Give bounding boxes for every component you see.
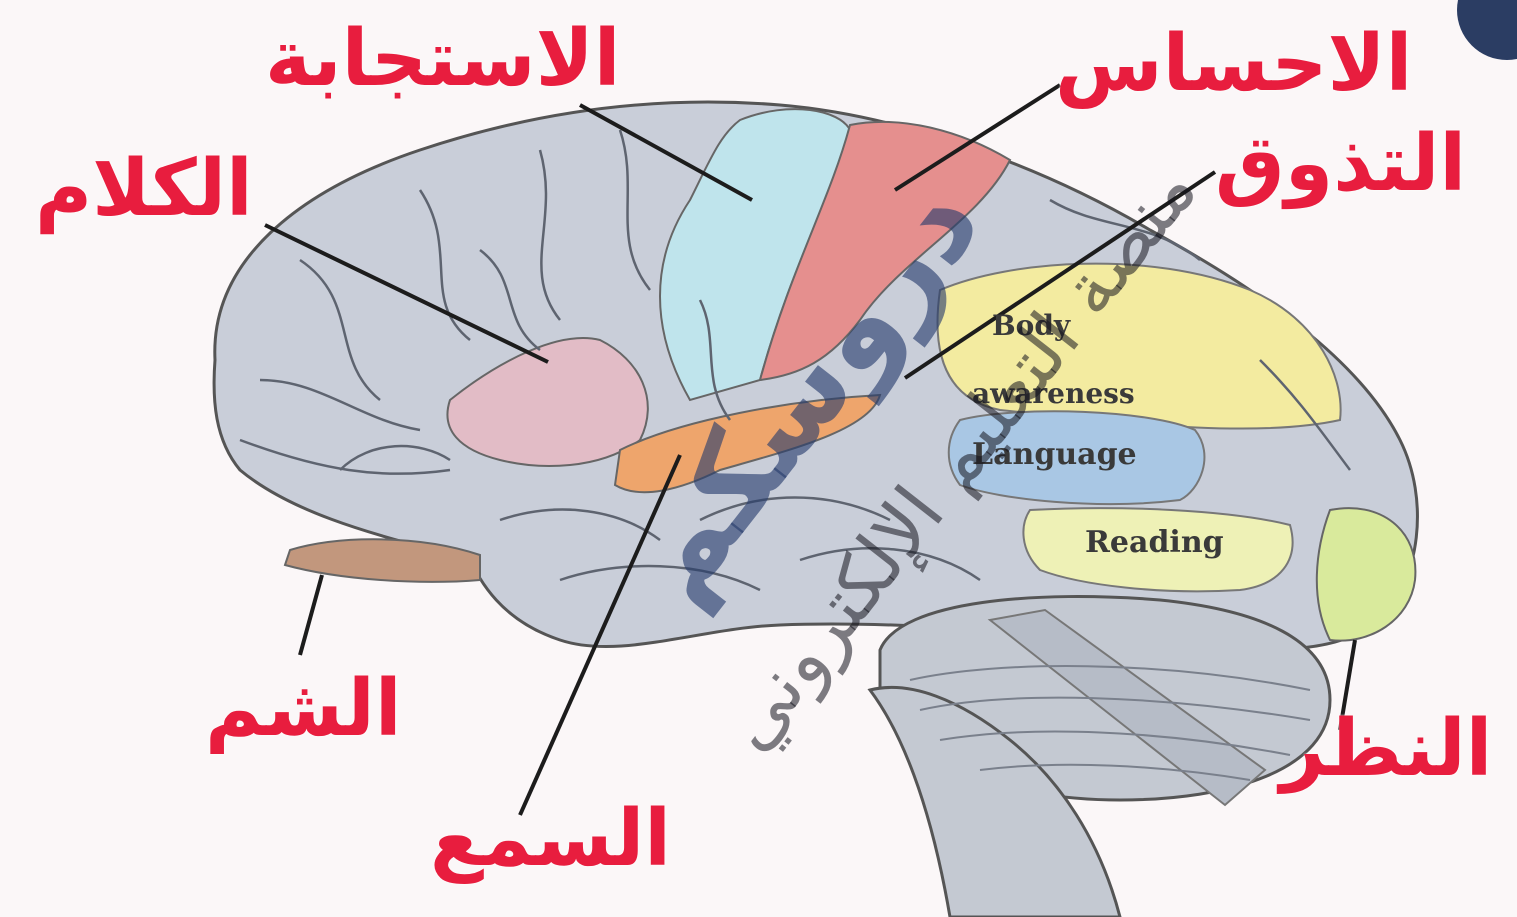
leader-line-smell — [300, 575, 322, 655]
label-response: الاستجابة — [265, 20, 620, 98]
label-reading: Reading — [1085, 528, 1224, 558]
label-vision: النظر — [1280, 710, 1492, 788]
label-sensation: الاحساس — [1055, 25, 1412, 103]
label-speech: الكلام — [35, 150, 253, 228]
label-taste: التذوق — [1215, 125, 1466, 203]
label-hearing: السمع — [430, 800, 671, 878]
label-smell: الشم — [205, 670, 402, 748]
